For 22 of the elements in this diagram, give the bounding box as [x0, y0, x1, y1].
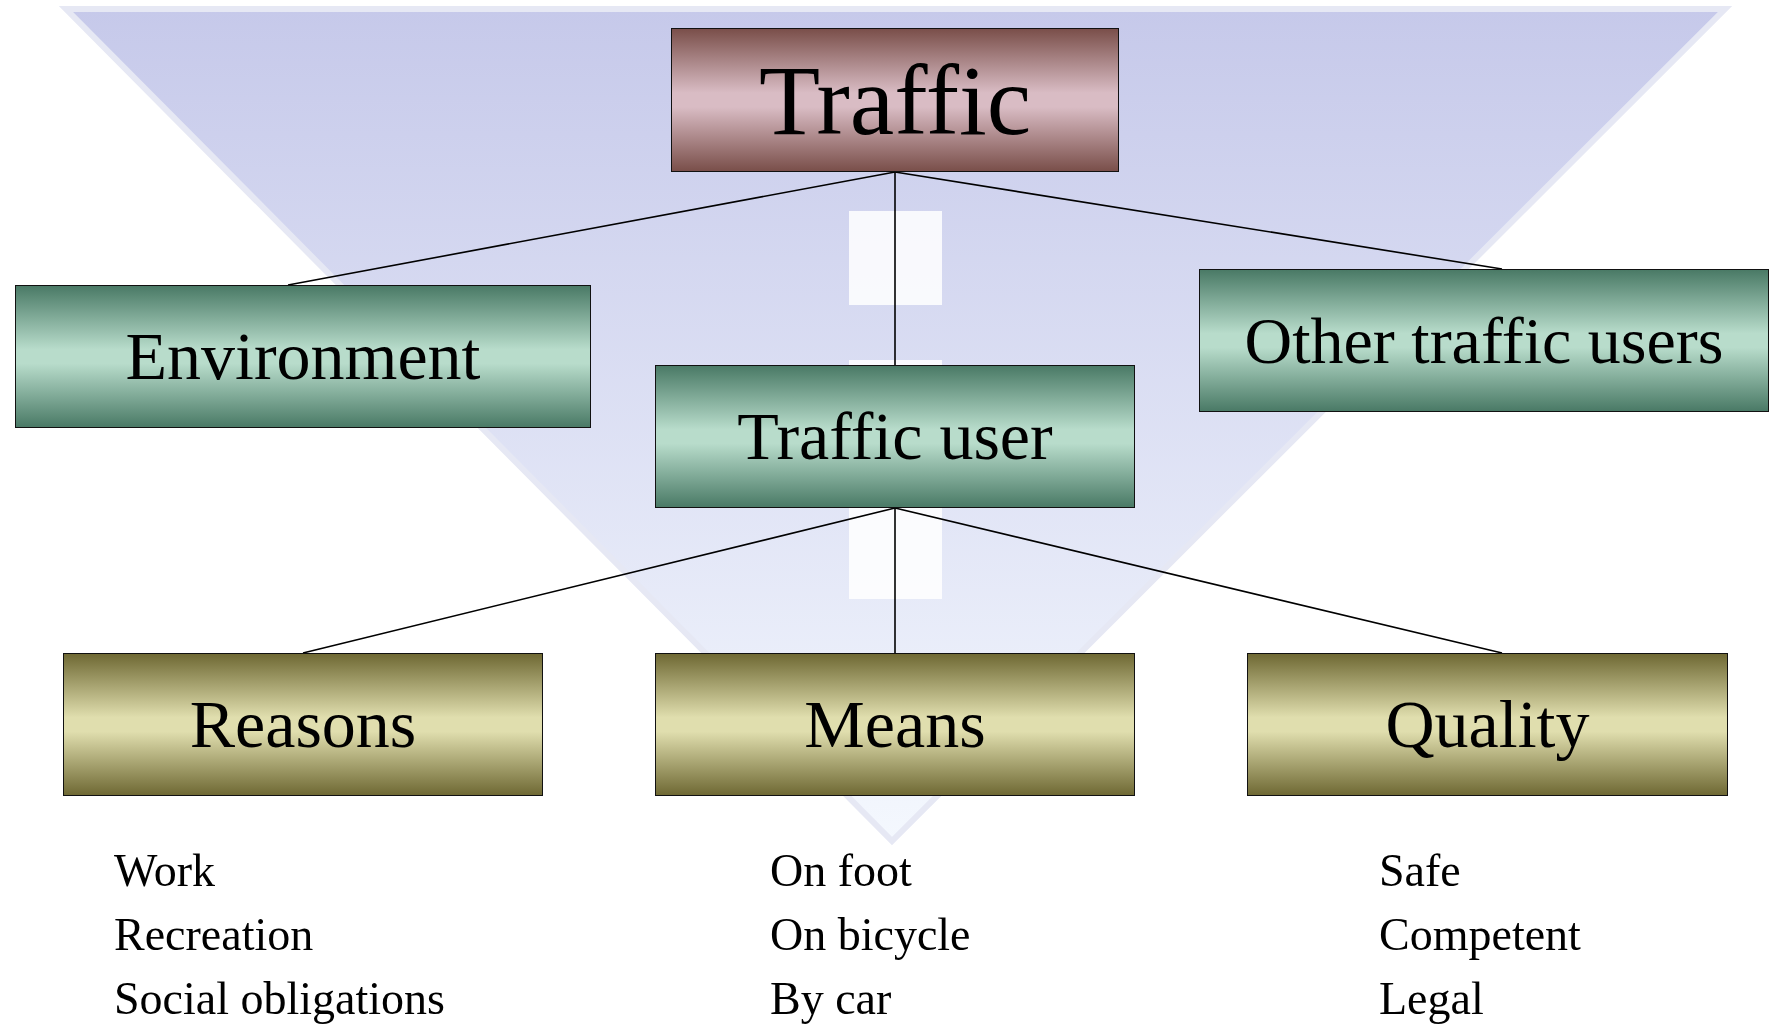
category-box: Other traffic users: [1199, 269, 1769, 412]
list-item: Recreation: [114, 912, 314, 958]
category-box: Traffic: [671, 28, 1119, 172]
list-item: Legal: [1379, 976, 1484, 1022]
connector-line: [894, 507, 1503, 654]
connector-line: [287, 171, 896, 286]
connector-line: [894, 171, 896, 366]
category-box: Reasons: [63, 653, 543, 796]
list-item: Safe: [1379, 848, 1461, 894]
connector-line: [894, 171, 1503, 270]
category-box: Traffic user: [655, 365, 1135, 508]
list-item: Social obligations: [114, 976, 445, 1022]
category-box: Environment: [15, 285, 591, 428]
connector-line: [302, 507, 896, 654]
list-item: On foot: [770, 848, 912, 894]
category-box: Quality: [1247, 653, 1728, 796]
category-box: Means: [655, 653, 1135, 796]
list-item: On bicycle: [770, 912, 971, 958]
list-item: By car: [770, 976, 892, 1022]
list-item: Work: [114, 848, 216, 894]
list-item: Competent: [1379, 912, 1581, 958]
connector-line: [894, 507, 896, 654]
